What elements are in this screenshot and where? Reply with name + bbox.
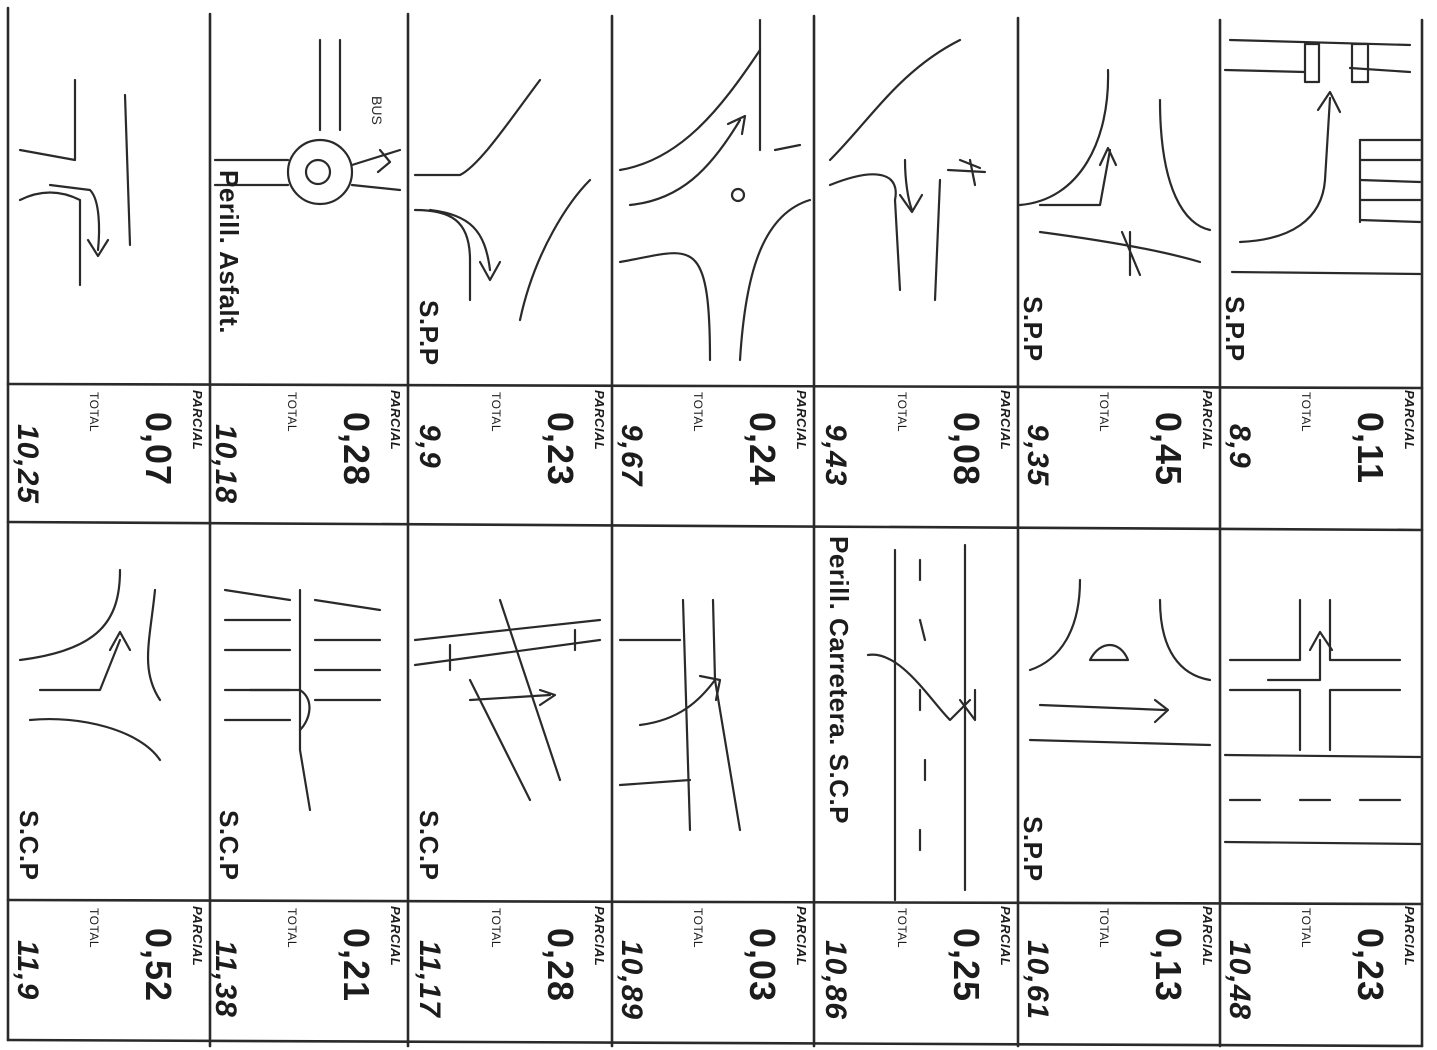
sketch-c5-bottom: [415, 600, 600, 800]
c3-bottom-parcial: 0,25: [948, 928, 984, 1002]
c5-top-parcial: 0,23: [542, 412, 578, 486]
c3-top-parcial: 0,08: [948, 412, 984, 486]
c4-bottom-parcial-label: PARCIAL: [795, 906, 808, 966]
caption-c6-top: Perill. Asfalt.: [216, 170, 242, 334]
c6-top-total-label: TOTAL: [286, 392, 298, 432]
caption-c5-bottom: S.C.P: [416, 810, 442, 880]
c6-top-parcial-label: PARCIAL: [389, 390, 402, 450]
c5-top-total: 9,9: [414, 424, 444, 469]
c2-bottom-total: 10,61: [1022, 940, 1052, 1020]
c7-top-total: 10,25: [12, 424, 42, 504]
c2-top-total: 9,35: [1022, 424, 1052, 486]
c7-top-parcial-label: PARCIAL: [191, 390, 204, 450]
c5-top-total-label: TOTAL: [490, 392, 502, 432]
c3-bottom-parcial-label: PARCIAL: [999, 906, 1012, 966]
c2-bottom-parcial-label: PARCIAL: [1201, 906, 1214, 966]
c3-bottom-total: 10,86: [820, 940, 850, 1020]
c1-bottom-total-label: TOTAL: [1300, 908, 1312, 948]
c1-top-parcial: 0,11: [1352, 412, 1388, 484]
c7-top-total-label: TOTAL: [88, 392, 100, 432]
c7-bottom-parcial: 0,52: [140, 928, 176, 1002]
c2-bottom-total-label: TOTAL: [1098, 908, 1110, 948]
c5-bottom-parcial-label: PARCIAL: [593, 906, 606, 966]
sketch-c1-top: [1225, 40, 1420, 274]
c2-top-parcial: 0,45: [1150, 412, 1186, 486]
c6-bottom-parcial-label: PARCIAL: [389, 906, 402, 966]
c2-bottom-parcial: 0,13: [1150, 928, 1186, 1002]
c7-bottom-parcial-label: PARCIAL: [191, 906, 204, 966]
c1-bottom-parcial-label: PARCIAL: [1403, 906, 1416, 966]
c6-top-parcial: 0,28: [338, 412, 374, 486]
caption-c2-bottom: S.P.P: [1020, 816, 1046, 882]
c1-top-total: 8,9: [1224, 424, 1254, 469]
c2-top-total-label: TOTAL: [1098, 392, 1110, 432]
sketch-c1-bottom: [1225, 600, 1420, 844]
c4-bottom-parcial: 0,03: [744, 928, 780, 1002]
c3-top-total: 9,43: [820, 424, 850, 486]
c1-bottom-parcial: 0,23: [1352, 928, 1388, 1002]
sketch-c7-top: [20, 80, 130, 285]
c5-bottom-parcial: 0,28: [542, 928, 578, 1002]
c3-top-total-label: TOTAL: [896, 392, 908, 432]
sketch-c3-bottom: [868, 545, 975, 900]
c3-bottom-total-label: TOTAL: [896, 908, 908, 948]
sketch-c4-bottom: [620, 600, 740, 830]
sketch-c2-bottom: [1030, 580, 1210, 745]
sketch-c4-top: [620, 20, 810, 360]
c6-bottom-parcial: 0,21: [338, 928, 374, 1002]
caption-c1-top: S.P.P: [1222, 296, 1248, 362]
sketch-c3-top: [830, 40, 985, 300]
c7-bottom-total-label: TOTAL: [88, 908, 100, 948]
bus-label: BUS: [369, 96, 385, 125]
sketch-c5-top: [415, 80, 590, 320]
caption-c5-top: S.P.P: [416, 300, 442, 366]
sketch-c7-bottom: [20, 570, 160, 760]
c5-bottom-total-label: TOTAL: [490, 908, 502, 948]
c4-top-parcial: 0,24: [744, 412, 780, 486]
c1-top-total-label: TOTAL: [1300, 392, 1312, 432]
c5-bottom-total: 11,17: [414, 940, 444, 1018]
c5-top-parcial-label: PARCIAL: [593, 390, 606, 450]
c7-top-parcial: 0,07: [140, 412, 176, 486]
c4-top-total-label: TOTAL: [692, 392, 704, 432]
caption-c3-bottom: Perill. Carretera. S.C.P: [826, 536, 852, 824]
caption-c7-bottom: S.C.P: [16, 810, 42, 880]
caption-c2-top: S.P.P: [1020, 296, 1046, 362]
c7-bottom-total: 11,9: [12, 940, 42, 1000]
caption-c6-bottom: S.C.P: [216, 810, 242, 880]
c3-top-parcial-label: PARCIAL: [999, 390, 1012, 450]
sketch-c6-bottom: [225, 590, 380, 810]
c4-bottom-total-label: TOTAL: [692, 908, 704, 948]
c6-bottom-total: 11,38: [210, 940, 240, 1018]
sketch-c2-top: [1020, 70, 1210, 275]
c1-top-parcial-label: PARCIAL: [1403, 390, 1416, 450]
c6-bottom-total-label: TOTAL: [286, 908, 298, 948]
c4-bottom-total: 10,89: [616, 940, 646, 1020]
c4-top-parcial-label: PARCIAL: [795, 390, 808, 450]
c6-top-total: 10,18: [210, 424, 240, 504]
c4-top-total: 9,67: [616, 424, 646, 486]
c1-bottom-total: 10,48: [1224, 940, 1254, 1020]
c2-top-parcial-label: PARCIAL: [1201, 390, 1214, 450]
